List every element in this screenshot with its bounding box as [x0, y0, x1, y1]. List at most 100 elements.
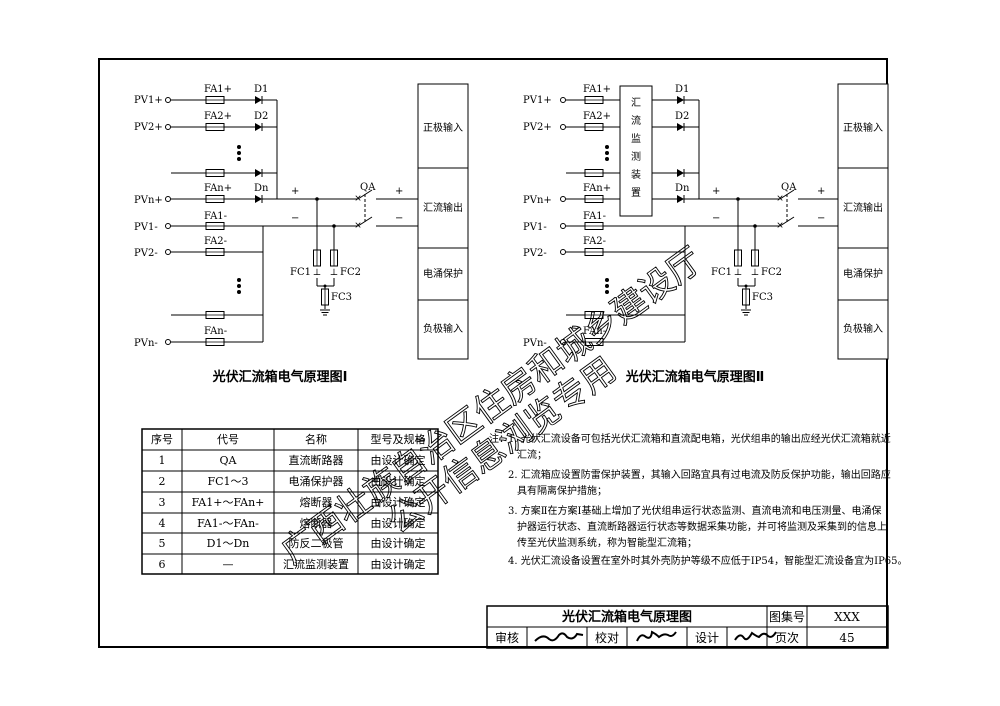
- note-line-1: 1. 光伏汇流设备可包括光伏汇流箱和直流配电箱，光伏组串的输出应经光伏汇流箱就近: [508, 432, 891, 445]
- monitor-label-char: 流: [631, 114, 641, 127]
- table-cell: 熔断器: [300, 495, 333, 509]
- label2-pv2-minus: PV2-: [523, 248, 547, 259]
- label-pv2-plus: PV2+: [134, 122, 163, 133]
- label2-fa2-plus: FA2+: [583, 111, 611, 122]
- block-surge: 电涌保护: [423, 267, 463, 280]
- label-fa2-minus: FA2-: [204, 236, 227, 247]
- note-line-8: 4. 光伏汇流设备设置在室外时其外壳防护等级不应低于IP54，智能型汇流设备宜为…: [508, 554, 908, 567]
- table-cell: 电涌保护器: [289, 474, 344, 488]
- table-cell: 由设计确定: [371, 453, 426, 467]
- title-block-text: 光伏汇流箱电气原理图 图集号 XXX 审核 校对 设计 页次 45: [495, 609, 860, 645]
- label2-pv1-plus: PV1+: [523, 95, 552, 106]
- monitor-label-char: 监: [631, 132, 641, 145]
- block-output: 汇流输出: [423, 201, 463, 214]
- label2-pvn-minus: PVn-: [523, 338, 547, 349]
- table-cell: 5: [159, 537, 166, 550]
- monitor-device-box: [619, 85, 653, 217]
- page-label: 页次: [775, 631, 799, 645]
- svg-text:⊥: ⊥: [330, 268, 338, 278]
- label2-fan-plus: FAn+: [583, 183, 611, 194]
- label-qa: QA: [360, 182, 376, 193]
- table-cell: QA: [220, 454, 238, 467]
- monitor-label-char: 汇: [631, 96, 641, 109]
- table-cell: 6: [159, 558, 166, 571]
- diagram-2-blocks: 正极输入 汇流输出 电涌保护 负极输入: [837, 83, 889, 360]
- diagram-2-title: 光伏汇流箱电气原理图Ⅱ: [625, 369, 765, 385]
- label-fc3: FC3: [331, 292, 352, 303]
- label-plus-left: +: [291, 186, 299, 197]
- label-pvn-plus: PVn+: [134, 195, 163, 206]
- label2-pvn-plus: PVn+: [523, 195, 552, 206]
- label2-fa1-plus: FA1+: [583, 84, 611, 95]
- check-label: 校对: [595, 630, 619, 645]
- label2-fc2: FC2: [761, 267, 782, 278]
- svg-text:⊥: ⊥: [734, 268, 742, 278]
- table-cell: 熔断器: [300, 516, 333, 530]
- label2-d2: D2: [675, 111, 689, 122]
- table-cell: FA1+～FAn+: [192, 496, 265, 509]
- label-dn: Dn: [254, 183, 269, 194]
- label2-minus-right: −: [817, 213, 825, 224]
- checker-signature: [636, 630, 677, 642]
- label2-minus-left: −: [712, 213, 720, 224]
- label-fan-plus: FAn+: [204, 183, 232, 194]
- block2-negative-input: 负极输入: [843, 322, 883, 335]
- table-cell: 由设计确定: [371, 557, 426, 571]
- label2-fc1: FC1: [711, 267, 732, 278]
- label2-fc3: FC3: [752, 292, 773, 303]
- label2-fa1-minus: FA1-: [583, 211, 606, 222]
- component-table: [141, 428, 439, 575]
- table-header-cell: 型号及规格: [371, 432, 426, 446]
- table-cell: 由设计确定: [371, 495, 426, 509]
- monitor-label-char: 装: [631, 168, 641, 181]
- table-cell: 由设计确定: [371, 536, 426, 550]
- label2-pv2-plus: PV2+: [523, 122, 552, 133]
- note-line-6: 护器运行状态、直流断路器运行状态等数据采集功能，并可将监测及采集到的信息上: [517, 520, 887, 533]
- diagram-1-labels: PV1+ PV2+ PVn+ PV1- PV2- PVn- FA1+ FA2+ …: [134, 84, 403, 349]
- label-minus-left: −: [291, 213, 299, 224]
- label-fc2: FC2: [340, 267, 361, 278]
- block2-positive-input: 正极输入: [843, 121, 883, 134]
- note-line-4: 具有隔离保护措施；: [517, 484, 607, 497]
- label-pv1-minus: PV1-: [134, 222, 158, 233]
- table-cell: 2: [159, 475, 166, 488]
- table-cell: FA1-～FAn-: [197, 517, 259, 530]
- svg-text:×: ×: [776, 221, 784, 231]
- notes: 注： 1. 光伏汇流设备可包括光伏汇流箱和直流配电箱，光伏组串的输出应经光伏汇流…: [489, 432, 908, 567]
- svg-text:×: ×: [354, 194, 362, 204]
- block2-output: 汇流输出: [843, 201, 883, 214]
- label2-plus-right: +: [817, 186, 825, 197]
- label-pvn-minus: PVn-: [134, 338, 158, 349]
- svg-text:⊥: ⊥: [751, 268, 759, 278]
- label-pv2-minus: PV2-: [134, 248, 158, 259]
- sheet-title: 光伏汇流箱电气原理图: [561, 609, 692, 625]
- label-fa1-plus: FA1+: [204, 84, 232, 95]
- svg-text:⊥: ⊥: [313, 268, 321, 278]
- table-cell: D1～Dn: [207, 537, 250, 550]
- note-line-2: 汇流；: [517, 448, 547, 461]
- table-cell: 3: [159, 496, 166, 509]
- title-block: [486, 605, 889, 649]
- table-cell: 4: [159, 517, 166, 530]
- label-plus-right: +: [395, 186, 403, 197]
- diagram-2-symbols: ⊥ ⊥ × ×: [560, 85, 784, 346]
- diagram-1-title: 光伏汇流箱电气原理图Ⅰ: [212, 369, 348, 385]
- table-cell: FC1～3: [207, 475, 248, 488]
- label2-qa: QA: [781, 182, 797, 193]
- svg-text:汇流监测装置: 汇流监测装置: [631, 96, 641, 199]
- label-fan-minus: FAn-: [204, 326, 227, 337]
- monitor-label-char: 置: [631, 187, 641, 199]
- monitor-label-char: 测: [631, 150, 641, 163]
- label-d1: D1: [254, 84, 268, 95]
- label-fc1: FC1: [290, 267, 311, 278]
- designer-signature: [734, 631, 777, 641]
- block-positive-input: 正极输入: [423, 121, 463, 134]
- note-line-7: 传至光伏监测系统，称为智能型汇流箱；: [517, 536, 697, 549]
- label2-pv1-minus: PV1-: [523, 222, 547, 233]
- note-line-3: 2. 汇流箱应设置防雷保护装置，其输入回路宜具有过电流及防反保护功能，输出回路应: [508, 468, 891, 481]
- label-pv1-plus: PV1+: [134, 95, 163, 106]
- atlas-value: XXX: [834, 610, 860, 624]
- table-cell: 由设计确定: [371, 474, 426, 488]
- diagram-2-labels: PV1+ PV2+ PVn+ PV1- PV2- PVn- FA1+ FA2+ …: [523, 84, 825, 349]
- review-label: 审核: [495, 630, 519, 645]
